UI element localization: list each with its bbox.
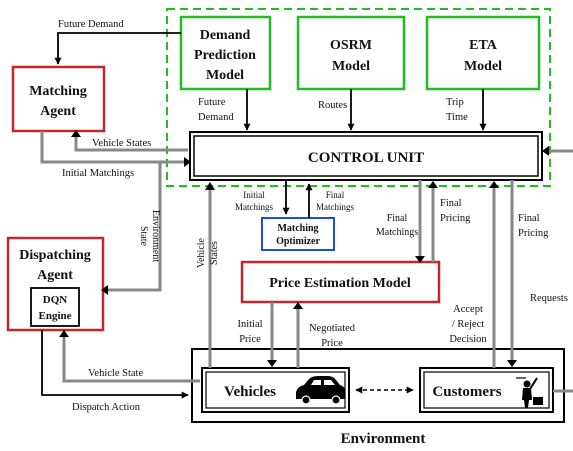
label-final-matchings-mid-1: Final (326, 190, 345, 200)
label-requests: Requests (530, 293, 568, 304)
osrm-model-box: OSRM Model (296, 15, 406, 91)
vehicles-label: Vehicles (224, 384, 276, 400)
matching-agent-line2: Agent (40, 104, 76, 119)
label-vehicle-state-bottom: Vehicle State (88, 368, 143, 379)
label-initial-price-2: Price (239, 334, 261, 345)
price-model-title: Price Estimation Model (269, 276, 411, 291)
label-final-pricing-right-2: Pricing (518, 228, 549, 239)
label-future-demand-top: Future Demand (58, 19, 124, 30)
demand-prediction-model-box: Demand Prediction Model (179, 15, 272, 91)
customer-person-icon (516, 377, 543, 408)
label-accept-reject-2: / Reject (452, 319, 484, 330)
matching-agent-box: Matching Agent (11, 65, 106, 133)
label-vehicle-states-v2: States (209, 241, 220, 265)
demand-model-line3: Model (206, 68, 244, 83)
arrow-initial-matchings-left (40, 131, 186, 164)
dqn-engine-box (30, 287, 80, 327)
label-final-matchings-mid-2: Matchings (316, 202, 354, 212)
eta-line2: Model (464, 59, 502, 74)
matching-agent-line1: Matching (29, 84, 87, 99)
control-unit-box: CONTROL UNIT (189, 131, 543, 181)
eta-model-box: ETA Model (425, 15, 541, 91)
label-trip-2: Time (446, 112, 468, 123)
label-final-pricing-mid-1: Final (440, 198, 462, 209)
label-final-matchings-right-2: Matchings (376, 227, 418, 238)
label-initial-matchings-left: Initial Matchings (62, 168, 134, 179)
label-initial-matchings-mid-2: Matchings (235, 202, 273, 212)
optimizer-line2: Optimizer (276, 236, 320, 247)
customers-box: Customers (419, 367, 554, 413)
arrow-environment-state (106, 162, 162, 292)
models-group-border (166, 8, 551, 187)
dqn-line2: Engine (38, 310, 71, 322)
label-accept-reject-3: Decision (449, 334, 487, 345)
label-vehicle-states-v1: Vehicle (196, 237, 207, 268)
environment-label: Environment (341, 431, 426, 447)
label-future-demand-2: Demand (198, 112, 234, 123)
price-estimation-model-box: Price Estimation Model (240, 260, 441, 304)
label-environment-state-2: State (138, 226, 149, 247)
demand-model-line2: Prediction (194, 48, 256, 63)
demand-model-line1: Demand (200, 28, 251, 43)
dispatching-agent-line1: Dispatching (19, 248, 91, 263)
label-negotiated-price-1: Negotiated (309, 323, 356, 334)
label-dispatch-action: Dispatch Action (72, 402, 141, 413)
label-initial-matchings-mid-1: Initial (243, 190, 265, 200)
arrow-vehicle-state-bottom (62, 334, 200, 383)
dispatching-agent-line2: Agent (37, 268, 73, 283)
label-negotiated-price-2: Price (321, 338, 343, 349)
dispatching-agent-box: Dispatching Agent DQN Engine (6, 236, 105, 332)
car-icon (296, 376, 345, 405)
label-trip-1: Trip (446, 97, 464, 108)
label-environment-state-1: Environment (150, 210, 161, 262)
customers-label: Customers (432, 384, 501, 400)
vehicles-box: Vehicles (201, 367, 350, 413)
arrow-future-demand-top (54, 32, 181, 65)
label-initial-price-1: Initial (237, 319, 262, 330)
arrow-dispatch-action (41, 330, 189, 399)
osrm-line2: Model (332, 59, 370, 74)
arrow-vehicle-states-left (74, 134, 188, 152)
control-unit-title: CONTROL UNIT (308, 150, 424, 166)
optimizer-line1: Matching (277, 223, 318, 234)
label-final-matchings-right-1: Final (387, 213, 408, 224)
matching-optimizer-box: Matching Optimizer (261, 217, 335, 251)
label-vehicle-states-left: Vehicle States (92, 138, 151, 149)
label-final-pricing-mid-2: Pricing (440, 213, 471, 224)
label-accept-reject-1: Accept (453, 304, 483, 315)
label-final-pricing-right-1: Final (518, 213, 540, 224)
label-future-demand-1: Future (198, 97, 226, 108)
dqn-line1: DQN (43, 294, 68, 306)
eta-line1: ETA (469, 38, 498, 53)
label-routes: Routes (318, 100, 347, 111)
osrm-line1: OSRM (330, 38, 372, 53)
